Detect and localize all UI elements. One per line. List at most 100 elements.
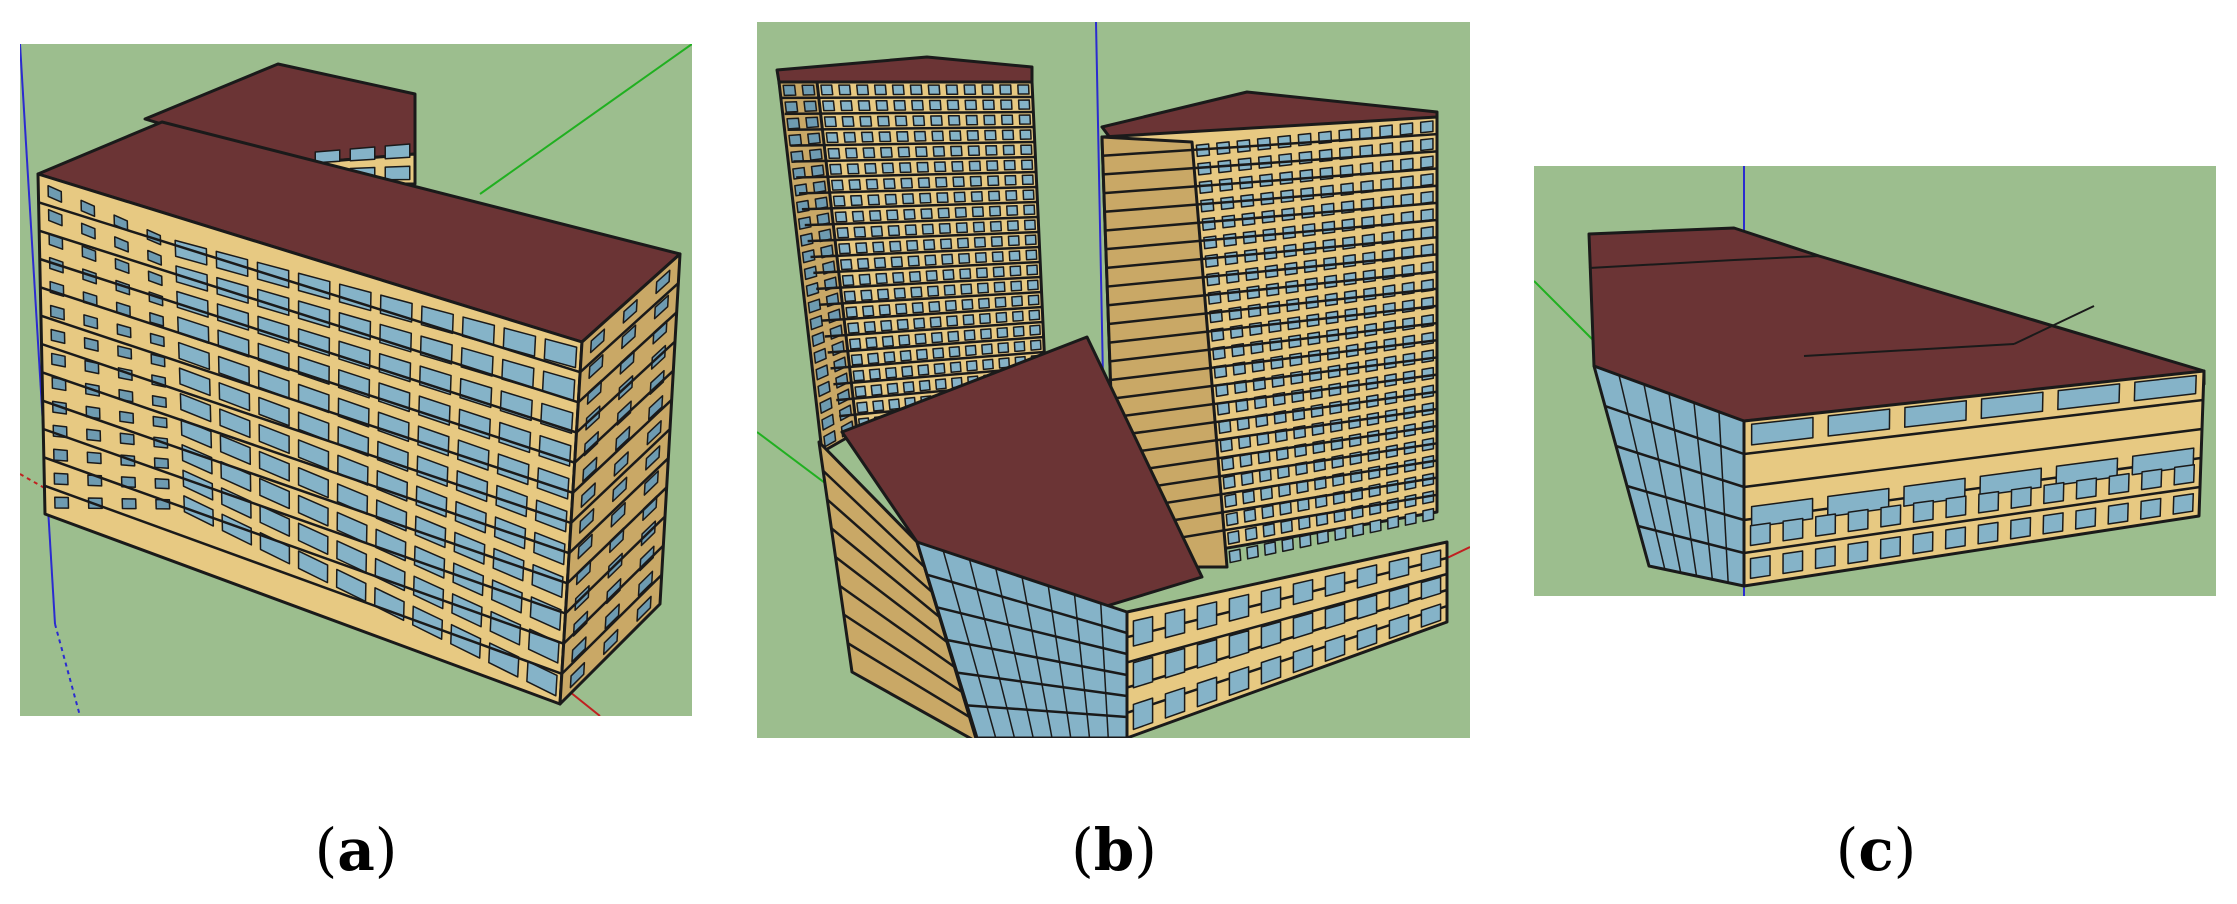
left-tower-side-window xyxy=(801,84,816,96)
left-tower-window xyxy=(870,384,883,396)
left-tower-window xyxy=(966,130,980,141)
left-tower-window xyxy=(820,84,834,96)
left-tower-window xyxy=(895,303,908,315)
left-tower-side-window xyxy=(784,100,799,113)
left-tower-window xyxy=(834,211,848,223)
front-window-lower xyxy=(1782,517,1804,542)
left-tower-window xyxy=(975,267,989,279)
right-tower-floor-line xyxy=(1103,150,1438,176)
right-tower-window xyxy=(1421,366,1435,381)
end-floor-line xyxy=(560,573,663,675)
podium-left-floor-line xyxy=(822,469,926,568)
left-tower-window xyxy=(860,131,874,143)
left-tower-window xyxy=(839,258,853,271)
left-tower-window xyxy=(1017,84,1030,95)
left-tower-side-window xyxy=(808,148,823,161)
end-window xyxy=(613,451,629,477)
curved-mullion xyxy=(1693,402,1714,580)
front-window-lower xyxy=(1847,508,1869,533)
podium-left-floor-line xyxy=(847,642,971,719)
podium-mullion xyxy=(968,559,1016,738)
front-window xyxy=(374,557,406,592)
right-tower-floor-line xyxy=(1112,407,1438,457)
front-window xyxy=(499,390,533,422)
left-tower-window xyxy=(914,333,927,345)
front-window-upper xyxy=(1827,408,1891,437)
side-window-small xyxy=(147,270,163,287)
left-tower-window xyxy=(970,190,984,202)
side-window-small xyxy=(149,311,165,327)
front-window xyxy=(492,547,525,582)
front-window xyxy=(414,515,447,549)
left-tower-window xyxy=(890,256,904,268)
front-window xyxy=(379,323,413,353)
front-window xyxy=(178,367,211,397)
left-tower-floor-line xyxy=(827,335,1044,354)
right-tower-window xyxy=(1334,526,1347,541)
podium-window xyxy=(1292,612,1314,640)
right-tower-window xyxy=(1248,321,1263,337)
left-tower-window xyxy=(936,192,949,204)
left-tower-window xyxy=(928,99,942,111)
front-window xyxy=(221,513,253,546)
left-tower-window xyxy=(951,160,964,172)
front-window-lower xyxy=(1814,545,1836,570)
left-tower-window xyxy=(850,194,863,207)
front-window xyxy=(258,450,290,482)
end-window xyxy=(578,508,595,534)
left-tower-window xyxy=(1028,309,1041,321)
podium-window xyxy=(1196,676,1218,708)
front-window-lower xyxy=(1749,555,1771,580)
right-tower-floor-line xyxy=(1104,184,1438,214)
caption-a: (a) xyxy=(314,816,398,884)
podium-mullion xyxy=(1021,576,1053,738)
left-tower-window xyxy=(952,176,965,188)
end-window xyxy=(637,570,654,597)
front-window xyxy=(258,396,290,427)
left-tower-window xyxy=(821,100,836,112)
podium-mullion xyxy=(1047,585,1072,738)
front-window xyxy=(297,550,329,584)
right-tower-window xyxy=(1386,479,1399,495)
left-tower-window xyxy=(907,255,920,267)
right-tower-window xyxy=(1247,303,1262,318)
left-tower-window xyxy=(983,114,996,126)
left-tower-side-window xyxy=(815,364,829,381)
front-window xyxy=(219,408,251,439)
end-window xyxy=(612,476,628,503)
floor-line xyxy=(41,371,570,555)
left-tower-window xyxy=(986,175,1000,187)
left-tower-window xyxy=(891,84,905,96)
right-tower-window xyxy=(1203,235,1218,250)
left-tower-window xyxy=(1029,324,1041,336)
front-window xyxy=(375,499,408,532)
right-tower-window xyxy=(1301,205,1315,219)
front-window xyxy=(373,587,405,622)
left-tower-window xyxy=(886,209,899,221)
end-window xyxy=(636,595,652,622)
podium-window xyxy=(1132,656,1154,689)
left-tower-window xyxy=(886,382,899,395)
left-tower-window xyxy=(875,99,889,111)
end-floor-line xyxy=(570,428,671,524)
left-tower-window xyxy=(1011,295,1024,307)
left-tower-side-window xyxy=(797,216,812,230)
front-window xyxy=(459,377,493,409)
podium-window xyxy=(1420,603,1442,628)
side-window-small xyxy=(152,415,168,429)
left-tower-side-window xyxy=(811,331,825,348)
left-tower-window xyxy=(945,84,959,96)
end-window xyxy=(569,661,586,689)
left-tower-window xyxy=(1000,99,1013,110)
caption-c: (c) xyxy=(1835,816,1917,884)
left-tower-side-window xyxy=(799,232,814,247)
podium-left-floor-line xyxy=(834,556,948,643)
left-tower-window xyxy=(999,84,1012,95)
podium-left-floor-line xyxy=(830,527,941,618)
podium-mullion xyxy=(1073,594,1091,738)
left-tower-window xyxy=(955,222,969,234)
left-tower-side-window xyxy=(782,84,797,97)
left-tower-window xyxy=(932,145,946,157)
left-tower-window xyxy=(888,398,901,411)
left-tower-window xyxy=(961,298,974,311)
